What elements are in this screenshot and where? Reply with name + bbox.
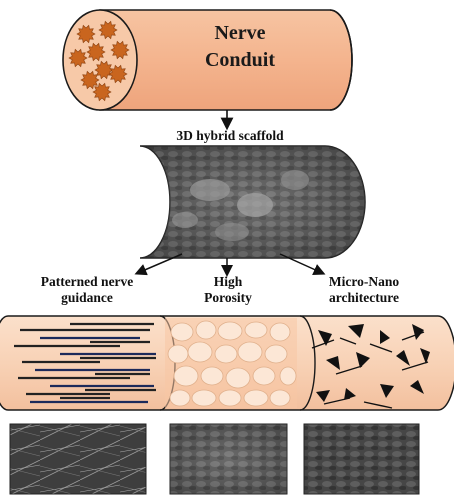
pore xyxy=(269,322,291,342)
pore xyxy=(191,389,217,407)
micro-nano-flakes-group xyxy=(311,324,430,409)
label-line: Patterned nerve xyxy=(40,274,134,289)
feature-conduit xyxy=(0,315,454,411)
label-line: High xyxy=(213,274,243,289)
nano-fiber xyxy=(369,343,393,353)
micro-flake xyxy=(410,380,424,394)
nerve-fascicle-star-icon xyxy=(108,64,128,84)
nerve-fascicle-star-icon xyxy=(92,82,112,102)
pore xyxy=(187,341,213,363)
label-line: Micro-Nano xyxy=(328,274,400,289)
nano-fiber xyxy=(311,339,335,349)
label-line: architecture xyxy=(329,289,399,305)
nerve-fascicle-star-icon xyxy=(94,60,114,80)
nerve-fascicle-star-icon xyxy=(68,48,88,68)
nerve-fascicle-star-icon xyxy=(76,24,96,44)
pore xyxy=(279,366,297,386)
label-micro-nano: Micro-Nano architecture xyxy=(298,274,430,305)
nano-fiber xyxy=(401,331,425,341)
micro-flake xyxy=(316,390,330,402)
pores-group xyxy=(167,320,297,407)
nano-fiber xyxy=(335,365,363,375)
pore xyxy=(237,341,263,363)
pore xyxy=(173,365,199,387)
pore xyxy=(170,322,194,342)
pore xyxy=(167,344,189,364)
nerve-fascicle-star-icon xyxy=(86,42,106,62)
label-high-porosity: High Porosity xyxy=(180,274,276,305)
pore xyxy=(252,366,276,386)
micro-flake xyxy=(326,356,340,370)
micro-flake xyxy=(420,348,430,364)
conduit-title-line1: Nerve xyxy=(214,22,266,44)
pore xyxy=(225,367,251,389)
patterned-fibers-group xyxy=(14,322,156,404)
nano-fiber xyxy=(339,337,357,345)
pore xyxy=(243,389,269,407)
micro-flake xyxy=(380,384,394,398)
nano-fiber xyxy=(323,397,351,405)
pore xyxy=(200,366,224,386)
pore xyxy=(195,320,217,340)
pore xyxy=(214,344,238,364)
section-divider-2 xyxy=(299,315,316,411)
scaffold-title: 3D hybrid scaffold xyxy=(176,128,284,143)
micro-flake xyxy=(396,350,410,366)
nerve-fascicle-star-icon xyxy=(110,40,130,60)
sem-image-aligned-fibers xyxy=(9,423,147,495)
nano-fiber xyxy=(401,361,429,371)
hybrid-scaffold-sem-image xyxy=(139,145,366,259)
label-line: guidance xyxy=(61,289,113,305)
micro-flake xyxy=(318,330,332,346)
pore xyxy=(244,321,268,339)
nano-fiber xyxy=(363,401,393,409)
micro-flake xyxy=(348,324,364,338)
arrow-to-guidance xyxy=(134,253,183,276)
pore xyxy=(169,389,191,407)
pore xyxy=(217,321,243,341)
pore xyxy=(269,389,291,407)
conduit-title-line2: Conduit xyxy=(204,49,276,71)
micro-flake xyxy=(380,330,390,344)
nerve-fascicle-star-icon xyxy=(80,70,100,90)
pore xyxy=(218,389,242,407)
micro-flake xyxy=(344,388,356,400)
conduit-title: Nerve Conduit xyxy=(170,20,310,74)
micro-flake xyxy=(356,352,370,368)
nerve-conduit-cylinder xyxy=(62,9,353,111)
nerve-fascicle-star-icon xyxy=(98,20,118,40)
label-line: Porosity xyxy=(204,289,252,305)
arrow-to-micro-nano xyxy=(279,253,326,276)
nerve-fascicles-group xyxy=(68,20,130,102)
sem-image-micro-nano xyxy=(303,423,420,495)
label-patterned-guidance: Patterned nerve guidance xyxy=(12,274,162,305)
pore xyxy=(264,344,288,364)
